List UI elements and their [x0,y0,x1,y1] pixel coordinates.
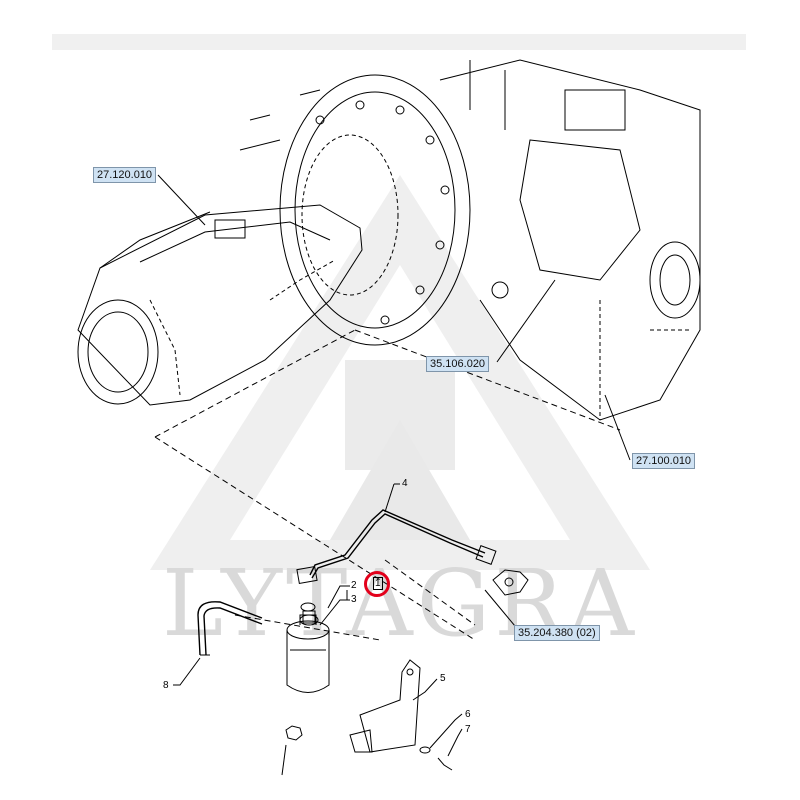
hub-flange [239,74,471,346]
transmission-block [439,59,701,421]
highlight-circle[interactable] [364,571,390,597]
callout-bracket: 5 [440,673,446,684]
callout-pipe: 4 [402,478,408,489]
reference-label-valve[interactable]: 35.204.380 (02) [514,625,600,641]
callout-bolt: 7 [465,724,471,735]
mounting-bracket [349,659,421,753]
reference-label-pump[interactable]: 35.106.020 [426,356,490,372]
callout-washer: 6 [465,709,471,720]
accumulator-canister [286,614,330,693]
callout-gasket: 2 [351,580,357,591]
callout-leaders [173,483,463,776]
axle-housing [77,204,363,406]
fitting-parts [299,569,529,626]
callout-connector: 3 [351,594,357,605]
reference-label-axle[interactable]: 27.120.010 [93,167,157,183]
fasteners [285,725,453,771]
reference-leaders [157,174,631,633]
callout-hose: 8 [163,680,169,691]
hose [197,601,263,656]
header-bar [52,34,746,50]
reference-label-transmission[interactable]: 27.100.010 [632,453,696,469]
pipe-assembly [296,483,497,585]
assembly-guide-lines [154,329,621,641]
